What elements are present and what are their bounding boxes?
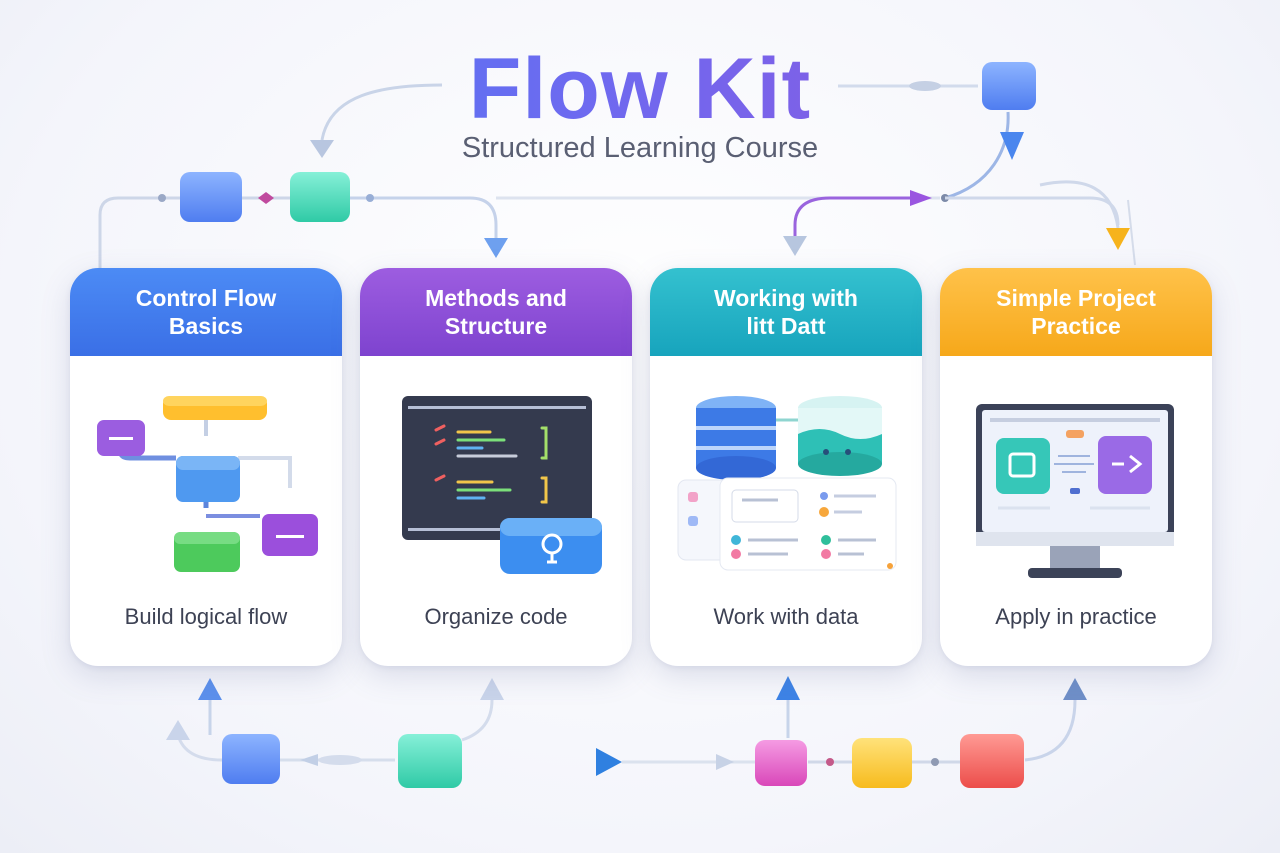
flow-node — [755, 740, 807, 786]
arrow-head — [310, 140, 334, 158]
flow-node — [180, 172, 242, 222]
module-card-header: Control Flow Basics — [70, 268, 342, 356]
flow-node — [398, 734, 462, 788]
database-icon — [677, 396, 897, 571]
flowchart-icon — [97, 396, 318, 572]
module-caption: Work with data — [713, 604, 859, 629]
flow-node — [222, 734, 280, 784]
connector-line — [320, 83, 443, 141]
flow-node — [982, 62, 1036, 110]
arrow-head — [1000, 132, 1024, 160]
module-title-line1: Working with — [714, 285, 858, 311]
monitor-icon — [976, 404, 1174, 578]
module-card-project[interactable]: Simple Project Practice Apply in practic… — [940, 268, 1212, 666]
module-title-line1: Methods and — [425, 285, 567, 311]
module-title-line2: Structure — [444, 313, 548, 339]
flow-node — [852, 738, 912, 788]
module-title-line2: litt Datt — [746, 313, 826, 339]
module-card-control-flow[interactable]: Control Flow Basics Build logical flow — [70, 268, 342, 666]
module-card-header: Methods and Structure — [360, 268, 632, 356]
module-card-header: Simple Project Practice — [940, 268, 1212, 356]
page-title: Flow Kit — [0, 40, 1280, 139]
module-title-line1: Control Flow — [135, 285, 277, 311]
module-caption: Apply in practice — [995, 604, 1157, 629]
module-caption: Organize code — [424, 604, 568, 629]
module-card-methods[interactable]: Methods and Structure Organize code — [360, 268, 632, 666]
module-title-line2: Practice — [1031, 313, 1121, 339]
module-title-line2: Basics — [168, 313, 244, 339]
module-caption: Build logical flow — [124, 604, 288, 629]
flow-node — [290, 172, 350, 222]
code-editor-icon — [402, 396, 602, 574]
module-card-header: Working with litt Datt — [650, 268, 922, 356]
flow-node — [960, 734, 1024, 788]
module-title-line1: Simple Project — [996, 285, 1156, 311]
module-card-data[interactable]: Working with litt Datt Work with — [650, 268, 922, 666]
page-subtitle: Structured Learning Course — [461, 132, 819, 164]
